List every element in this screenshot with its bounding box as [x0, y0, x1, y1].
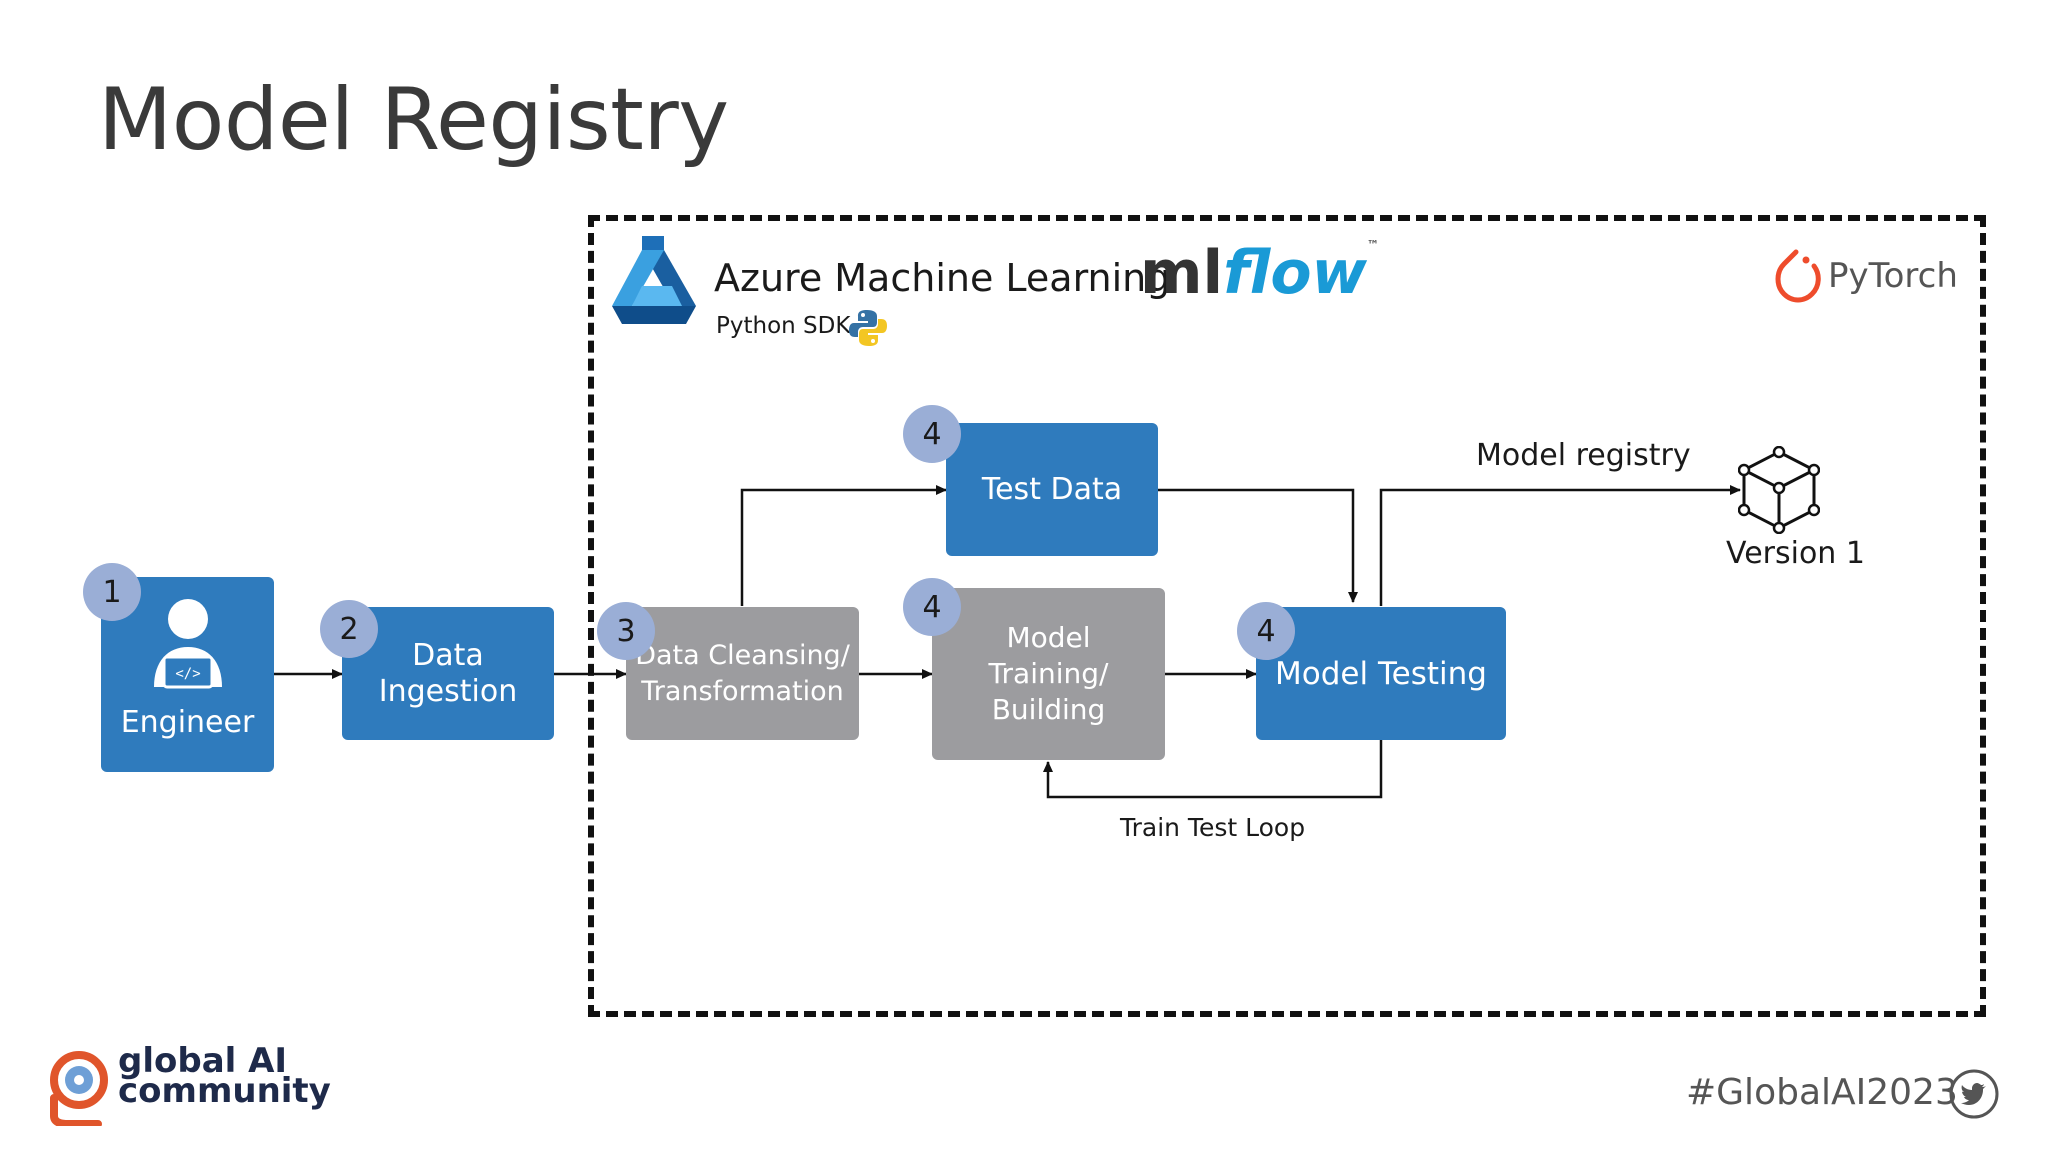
model-testing-node: Model Testing: [1256, 607, 1506, 740]
global-ai-brand: global AI community: [118, 1041, 331, 1111]
training-line3: Building: [991, 693, 1106, 726]
train-test-loop-label: Train Test Loop: [1120, 813, 1306, 842]
arrow-testing-to-registry: [1379, 485, 1741, 606]
test-data-label: Test Data: [981, 472, 1123, 507]
mlflow-logo-ml: ml: [1140, 238, 1224, 308]
ingestion-line2: Ingestion: [378, 673, 518, 709]
step-badge-1: 1: [83, 563, 141, 621]
training-line1: Model: [1006, 621, 1091, 654]
twitter-icon[interactable]: [1948, 1068, 2000, 1120]
azure-ml-label: Azure Machine Learning: [714, 256, 1171, 300]
global-ai-logo-icon: [50, 1051, 108, 1126]
azure-ml-logo-icon: [612, 236, 696, 324]
engineer-icon: </>: [153, 599, 222, 689]
training-line2: Training/: [988, 657, 1109, 690]
arrow-train-test-loop: [1043, 740, 1383, 799]
ingestion-line1: Data: [412, 637, 484, 673]
step-badge-3: 3: [597, 602, 655, 660]
mlflow-logo-flow: flow: [1223, 238, 1367, 308]
data-cleansing-node: Data Cleansing/ Transformation: [626, 607, 859, 740]
python-icon: [849, 310, 887, 346]
pytorch-flame-icon: [1775, 249, 1821, 303]
version-label: Version 1: [1726, 536, 1865, 571]
python-sdk-label: Python SDK: [716, 313, 851, 339]
mlflow-logo: mlflow™: [1140, 238, 1379, 308]
step-badge-4-testdata: 4: [903, 405, 961, 463]
arrow-cleansing-to-testdata: [740, 485, 947, 606]
slide-title: Model Registry: [98, 70, 729, 170]
model-training-node: Model Training/ Building: [932, 588, 1165, 760]
mlflow-logo-tm: ™: [1366, 238, 1379, 252]
model-cube-icon: [1738, 446, 1820, 534]
svg-text:</>: </>: [175, 666, 200, 682]
model-registry-label: Model registry: [1476, 438, 1691, 473]
step-badge-4-training: 4: [903, 578, 961, 636]
model-testing-label: Model Testing: [1275, 655, 1487, 692]
arrow-testdata-to-testing: [1158, 488, 1358, 603]
cleansing-line1: Data Cleansing/: [635, 639, 850, 671]
brand-line2: community: [118, 1071, 331, 1111]
step-badge-4-testing: 4: [1237, 602, 1295, 660]
pytorch-label: PyTorch: [1828, 256, 1958, 296]
engineer-label: Engineer: [120, 705, 255, 740]
brand-line1: global AI: [118, 1041, 288, 1081]
azure-ml-boundary: [588, 215, 1986, 1017]
step-badge-2: 2: [320, 600, 378, 658]
cleansing-line2: Transformation: [641, 675, 844, 707]
test-data-node: Test Data: [946, 423, 1158, 556]
hashtag-label: #GlobalAI2023: [1686, 1072, 1958, 1113]
